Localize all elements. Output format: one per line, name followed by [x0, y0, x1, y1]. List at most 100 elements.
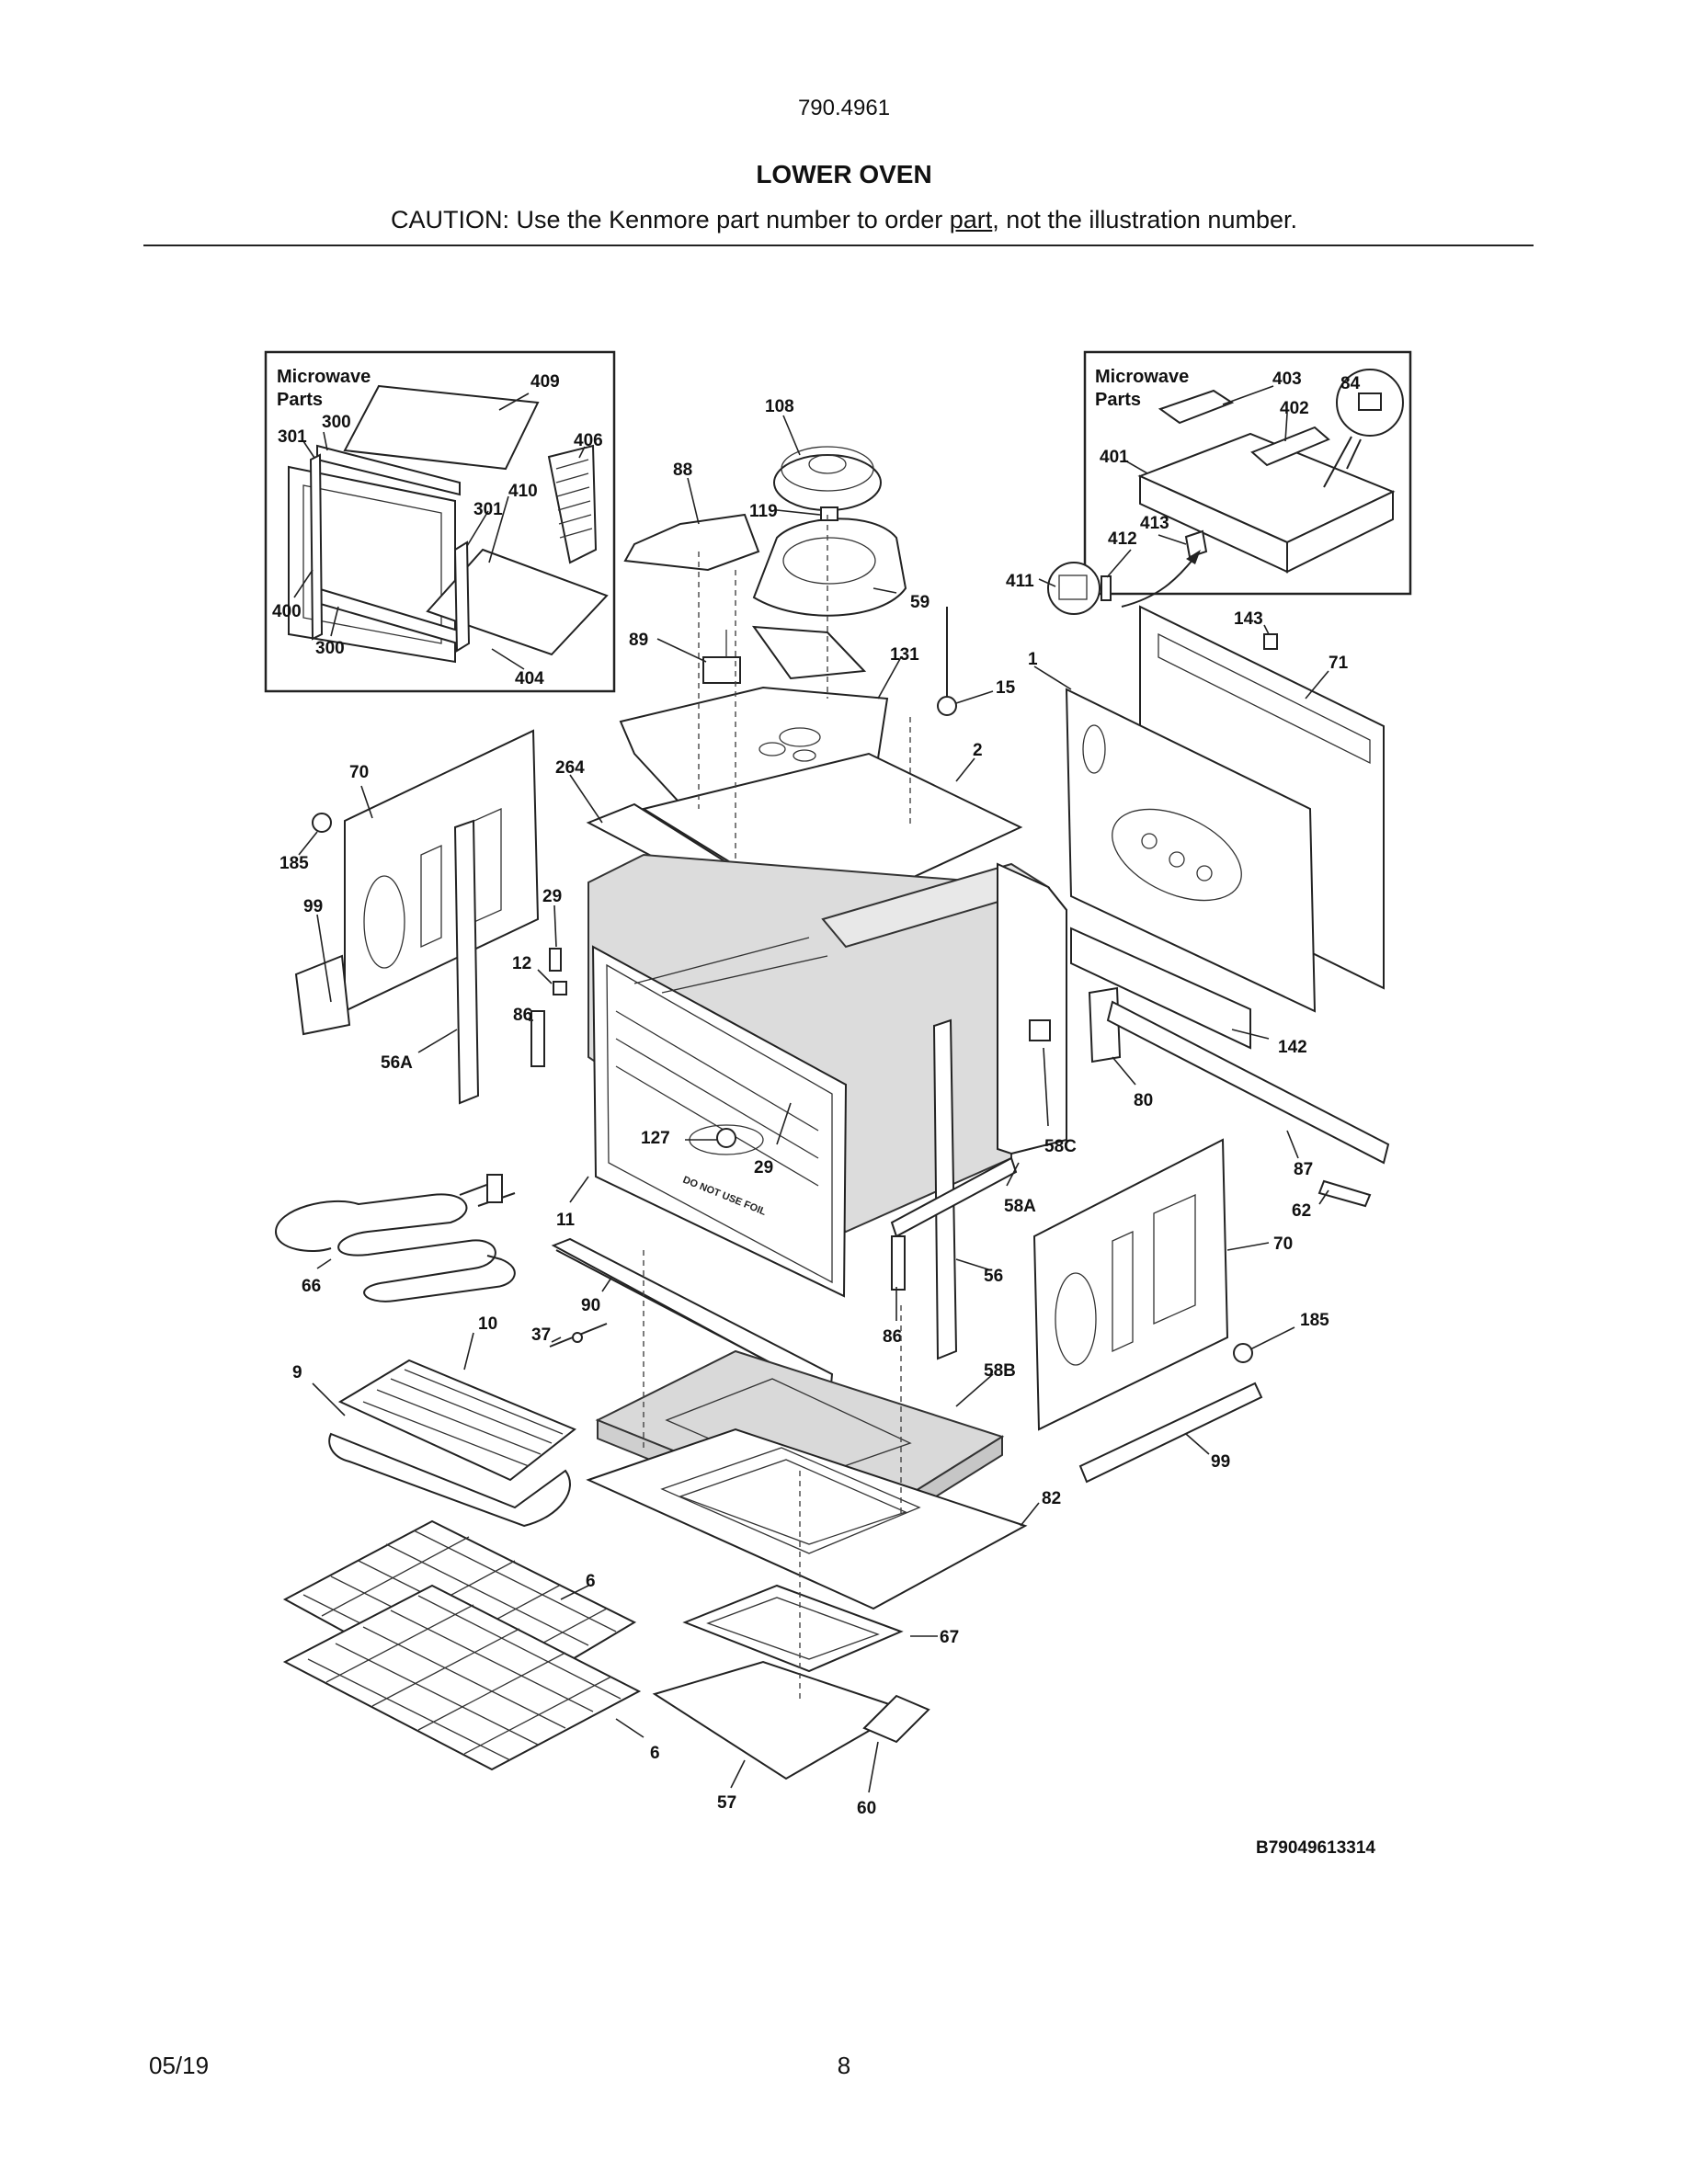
inset-right-title-line1: Microwave	[1095, 367, 1189, 387]
callout-300: 300	[322, 413, 351, 432]
callout-86: 86	[883, 1327, 902, 1347]
part-143	[1263, 633, 1278, 650]
callout-264: 264	[555, 758, 585, 778]
inset-left-title-line2: Parts	[277, 390, 323, 410]
callout-87: 87	[1294, 1160, 1313, 1179]
part-99-right-bracket	[1078, 1382, 1263, 1484]
callout-12: 12	[512, 954, 531, 973]
bracket-403	[1158, 389, 1235, 425]
callout-56: 56	[984, 1267, 1003, 1286]
oven-racks: 6 6	[282, 1519, 660, 1771]
callout-37: 37	[531, 1325, 551, 1345]
diagram-code: B79049613314	[1256, 1838, 1375, 1858]
bracket-402	[1250, 426, 1330, 467]
callout-89: 89	[629, 631, 648, 650]
callout-58B: 58B	[984, 1361, 1016, 1381]
caution-prefix: CAUTION: Use the Kenmore part number to …	[391, 206, 950, 233]
callout-409: 409	[530, 372, 560, 392]
side-rail	[453, 540, 471, 653]
part-88-duct	[623, 513, 760, 572]
callout-57: 57	[717, 1793, 736, 1813]
inset-right-title-line2: Parts	[1095, 390, 1141, 410]
part-412	[1101, 575, 1112, 601]
callout-11: 11	[556, 1211, 576, 1230]
caution-note: CAUTION: Use the Kenmore part number to …	[0, 206, 1688, 234]
part-89	[702, 656, 741, 684]
part-11-front-frame	[591, 945, 848, 1298]
part-56A-rail	[453, 819, 480, 1105]
part-57-pan	[652, 1660, 908, 1780]
part-59-shroud	[752, 518, 907, 617]
part-185-left	[312, 813, 332, 833]
footer-date: 05/19	[149, 2052, 210, 2079]
part-413	[1184, 529, 1208, 559]
arrow-413	[1121, 558, 1194, 608]
callout-70: 70	[349, 763, 369, 782]
callout-406: 406	[574, 431, 603, 450]
part-185-right	[1233, 1343, 1253, 1363]
callout-301: 301	[473, 500, 503, 519]
vent-grille	[547, 444, 598, 564]
part-84	[1358, 392, 1382, 411]
part-86-right	[891, 1235, 906, 1291]
part-1-rear-wall	[1065, 688, 1317, 1013]
callout-71: 71	[1329, 654, 1349, 673]
page-number: 8	[837, 2052, 851, 2079]
microwave-top-trim	[316, 444, 461, 496]
callout-82: 82	[1042, 1489, 1061, 1508]
caution-suffix: , not the illustration number.	[992, 206, 1297, 233]
callout-62: 62	[1292, 1201, 1311, 1221]
part-60-strip	[862, 1694, 930, 1744]
broil-pan-assembly: 10 9	[292, 1314, 576, 1528]
callout-401: 401	[1100, 448, 1129, 467]
microwave-tray	[426, 548, 609, 656]
part-62-terminal	[1317, 1179, 1372, 1208]
callout-29: 29	[754, 1158, 773, 1177]
part-411	[1047, 562, 1101, 615]
callout-6: 6	[586, 1572, 596, 1591]
callout-67: 67	[940, 1628, 959, 1647]
part-29-top	[549, 948, 562, 972]
bottom-assembly: 58B 82 67 57 60	[586, 1250, 1061, 1818]
microwave-door-frame	[288, 465, 456, 664]
callout-60: 60	[857, 1799, 876, 1818]
callout-88: 88	[673, 461, 692, 480]
part-70-right-panel	[1032, 1138, 1229, 1431]
callout-15: 15	[996, 678, 1016, 698]
part-9-pan	[328, 1432, 571, 1528]
callout-403: 403	[1272, 370, 1302, 389]
part-56-rail	[932, 1018, 958, 1360]
callout-411: 411	[1006, 572, 1034, 591]
callout-410: 410	[508, 482, 538, 501]
right-side-panel-assembly: 70 185 99	[1032, 1138, 1329, 1484]
part-119	[820, 506, 838, 521]
callout-404: 404	[515, 669, 544, 688]
part-87-rail	[1106, 1000, 1390, 1165]
model-number: 790.4961	[797, 96, 891, 120]
caution-part-link[interactable]: part	[949, 206, 993, 233]
part-86-left	[530, 1010, 545, 1067]
callout-58C: 58C	[1044, 1137, 1077, 1156]
part-58A	[890, 1156, 1018, 1238]
callout-301: 301	[278, 427, 307, 447]
callout-108: 108	[765, 397, 794, 416]
callout-80: 80	[1134, 1091, 1153, 1110]
callout-1: 1	[1028, 650, 1038, 669]
callout-412: 412	[1108, 529, 1137, 549]
callout-29: 29	[542, 887, 562, 906]
callout-2: 2	[973, 741, 983, 760]
callout-86: 86	[513, 1006, 532, 1025]
oven-cavity-assembly: DO NOT USE FOIL 29 12 86 127 29 11 58C 5…	[512, 853, 1077, 1360]
callout-9: 9	[292, 1363, 302, 1382]
callout-6: 6	[650, 1744, 660, 1763]
right-rear-panel-assembly: 143 71 1 142 80 87 62	[1028, 605, 1390, 1221]
microwave-cover	[343, 384, 540, 471]
part-67-bake-element	[682, 1584, 904, 1673]
inset-left-title-line1: Microwave	[277, 367, 371, 387]
callout-402: 402	[1280, 399, 1309, 418]
callout-185: 185	[1300, 1311, 1329, 1330]
part-66-broil-element: 66	[275, 1174, 516, 1302]
callout-400: 400	[272, 602, 302, 621]
page-title: LOWER OVEN	[756, 160, 932, 188]
